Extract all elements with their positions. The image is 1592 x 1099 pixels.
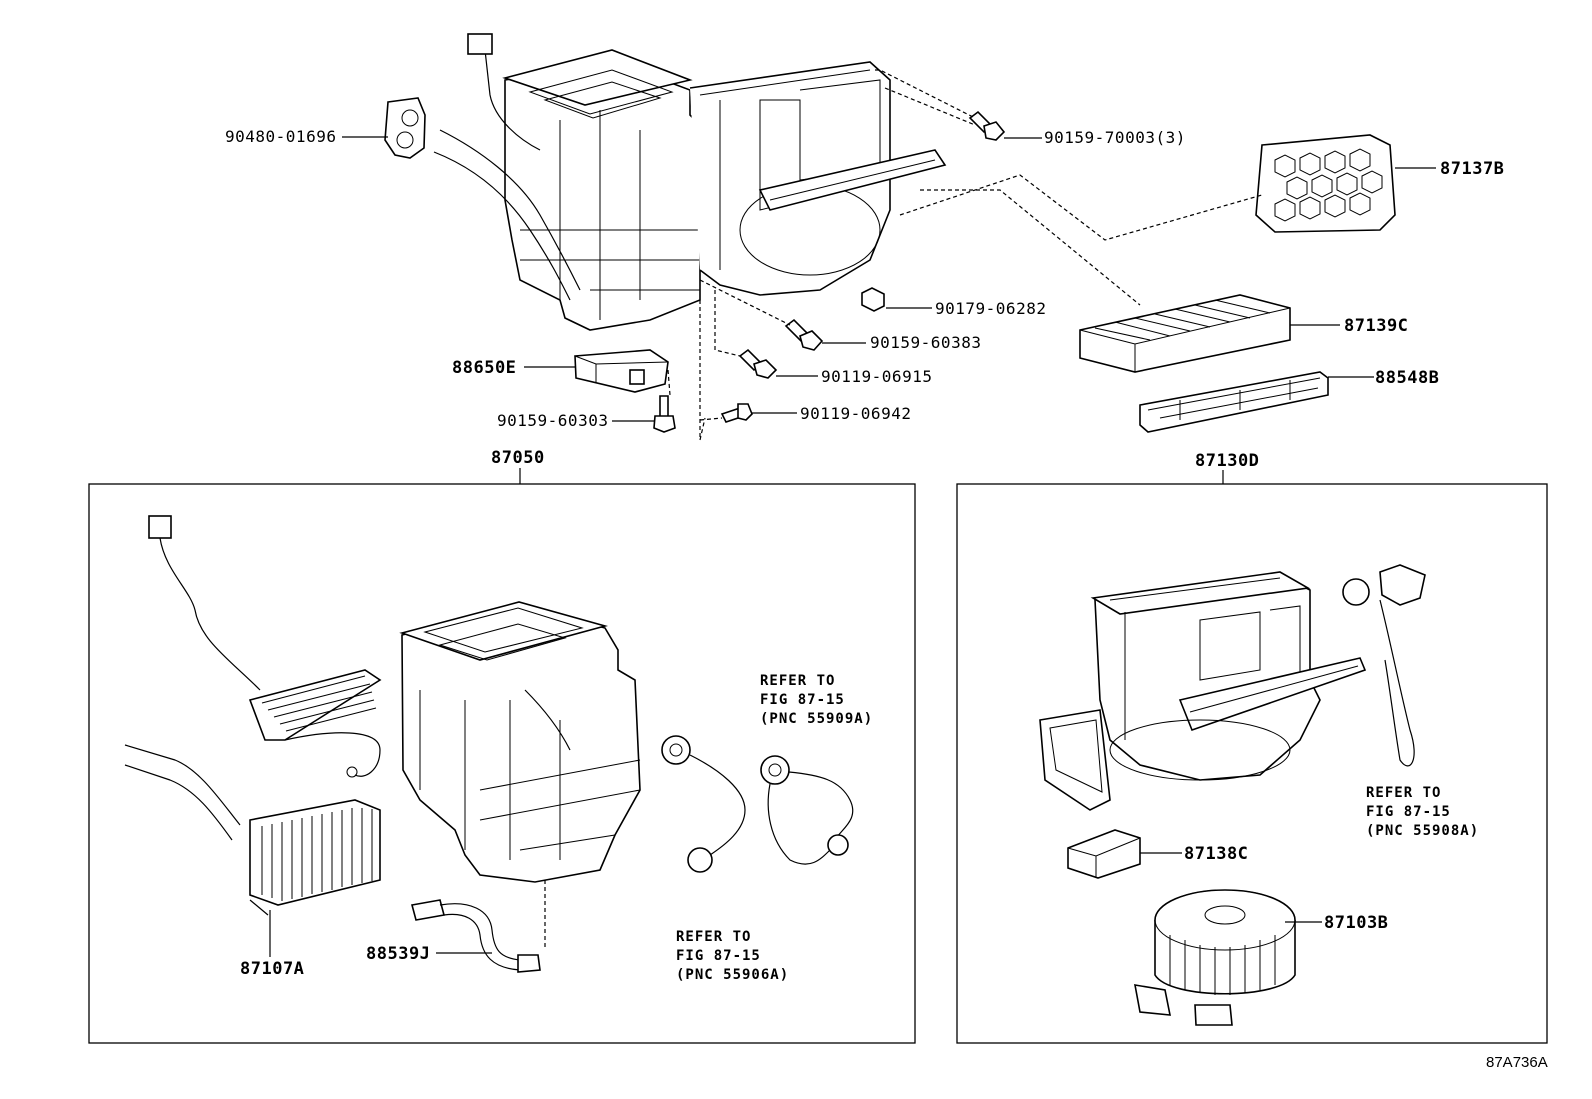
svg-text:FIG 87-15: FIG 87-15 xyxy=(1366,804,1451,820)
label-88650E: 88650E xyxy=(452,358,516,378)
label-87050: 87050 xyxy=(491,448,545,468)
label-87138C: 87138C xyxy=(1184,844,1248,864)
label-87130D: 87130D xyxy=(1195,451,1259,471)
grille-part-87137B xyxy=(1255,134,1396,233)
svg-text:REFER TO: REFER TO xyxy=(1366,785,1441,801)
actuator-part-88650E xyxy=(574,349,669,393)
label-87103B: 87103B xyxy=(1324,913,1388,933)
label-90159-60303: 90159-60303 xyxy=(497,411,608,430)
box-87050 xyxy=(88,483,916,1044)
label-90119-06942: 90119-06942 xyxy=(800,404,911,423)
grommet-part xyxy=(384,97,426,159)
note-55906A: REFER TO FIG 87-15 (PNC 55906A) xyxy=(676,929,789,983)
svg-text:(PNC 55909A): (PNC 55909A) xyxy=(760,711,873,727)
filter-part-87139C xyxy=(1079,294,1291,373)
screw-part xyxy=(968,110,1006,141)
screw-part xyxy=(720,403,753,423)
resistor-part-87138C xyxy=(1067,829,1141,879)
servo-motor-part xyxy=(661,735,746,873)
evaporator-part xyxy=(148,515,382,778)
nut-part xyxy=(861,287,885,312)
blower-motor-part-87103B xyxy=(1134,889,1296,1026)
hvac-assembly-top xyxy=(433,33,947,331)
heater-case-part xyxy=(399,601,641,883)
label-90179-06282: 90179-06282 xyxy=(935,299,1046,318)
panel-part-88548B xyxy=(1139,371,1329,433)
blower-case-part xyxy=(1039,571,1367,811)
svg-text:(PNC 55908A): (PNC 55908A) xyxy=(1366,823,1479,839)
label-87107A: 87107A xyxy=(240,959,304,979)
svg-text:REFER TO: REFER TO xyxy=(760,673,835,689)
figure-code: 87A736A xyxy=(1486,1054,1548,1071)
svg-text:FIG 87-15: FIG 87-15 xyxy=(760,692,845,708)
heater-core-87107A xyxy=(124,744,381,916)
label-90119-06915: 90119-06915 xyxy=(821,367,932,386)
screw-part xyxy=(653,395,676,433)
note-55909A: REFER TO FIG 87-15 (PNC 55909A) xyxy=(760,673,873,727)
label-87139C: 87139C xyxy=(1344,316,1408,336)
hose-part-88539J xyxy=(411,899,541,973)
label-90480-01696: 90480-01696 xyxy=(225,127,336,146)
svg-text:(PNC 55906A): (PNC 55906A) xyxy=(676,967,789,983)
svg-text:REFER TO: REFER TO xyxy=(676,929,751,945)
label-90159-70003: 90159-70003(3) xyxy=(1044,128,1186,147)
servo-motor-part xyxy=(760,755,854,865)
label-90159-60383: 90159-60383 xyxy=(870,333,981,352)
label-88548B: 88548B xyxy=(1375,368,1439,388)
screw-part xyxy=(784,318,824,351)
label-88539J: 88539J xyxy=(366,944,430,964)
label-87137B: 87137B xyxy=(1440,159,1504,179)
note-55908A: REFER TO FIG 87-15 (PNC 55908A) xyxy=(1366,785,1479,839)
svg-text:FIG 87-15: FIG 87-15 xyxy=(676,948,761,964)
screw-part xyxy=(738,348,778,379)
box-87130D xyxy=(956,483,1548,1044)
servo-motor-part xyxy=(1342,564,1426,767)
